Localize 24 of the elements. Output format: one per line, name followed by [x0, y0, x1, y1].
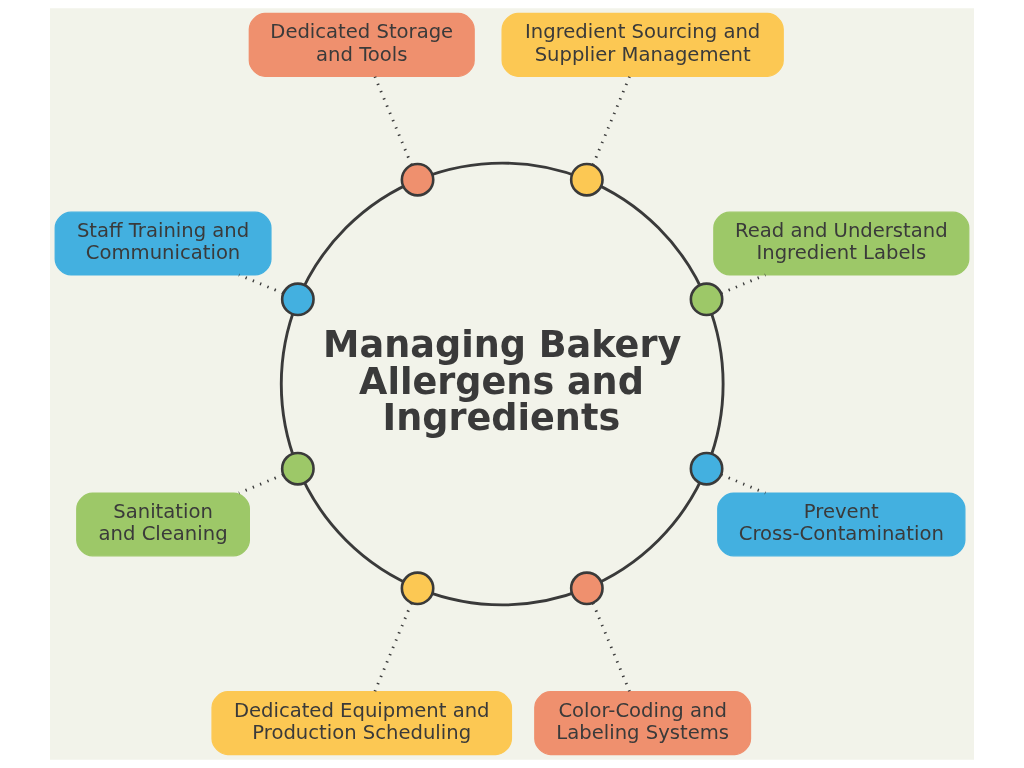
node-box: Dedicated Storage and Tools	[248, 12, 475, 77]
connector	[591, 76, 631, 166]
node-circle	[689, 282, 724, 317]
connector	[720, 273, 766, 295]
node-circle	[569, 571, 604, 606]
node-box: Ingredient Sourcing and Supplier Management	[501, 12, 784, 77]
node-circle	[280, 451, 315, 486]
node-box: Staff Training and Communication	[54, 211, 272, 276]
node-circle	[400, 162, 435, 197]
node-box: Prevent Cross-Contamination	[717, 492, 966, 557]
connector	[373, 602, 413, 692]
node-box: Read and Understand Ingredient Labels	[713, 211, 970, 276]
node-box: Sanitation and Cleaning	[76, 492, 250, 557]
node-box: Dedicated Equipment and Production Scheduling	[211, 691, 513, 756]
node-circle	[280, 282, 315, 317]
connector	[238, 273, 284, 295]
node-circle	[689, 451, 724, 486]
node-circle	[569, 162, 604, 197]
connector	[373, 76, 413, 166]
node-circle	[400, 571, 435, 606]
connector	[238, 473, 284, 495]
connector	[591, 602, 631, 692]
connector	[720, 473, 766, 495]
node-box: Color-Coding and Labeling Systems	[534, 691, 752, 756]
